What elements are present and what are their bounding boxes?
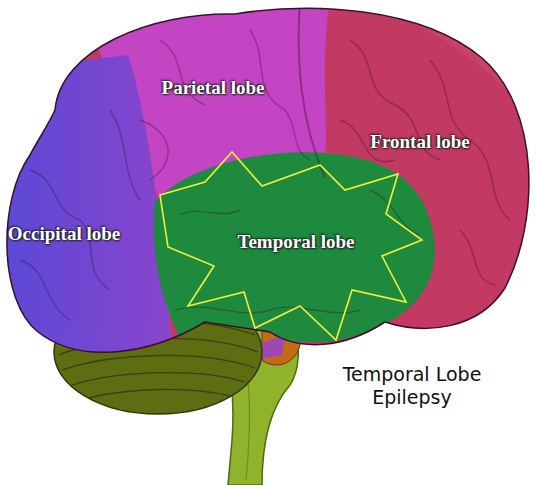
lobe-label: Frontal lobe <box>360 131 480 153</box>
lobe-label: Occipital lobe <box>5 223 123 245</box>
caption: Temporal Lobe Epilepsy <box>317 363 507 409</box>
lobe-label: Parietal lobe <box>153 77 273 99</box>
lobe-label: Temporal lobe <box>236 231 356 253</box>
